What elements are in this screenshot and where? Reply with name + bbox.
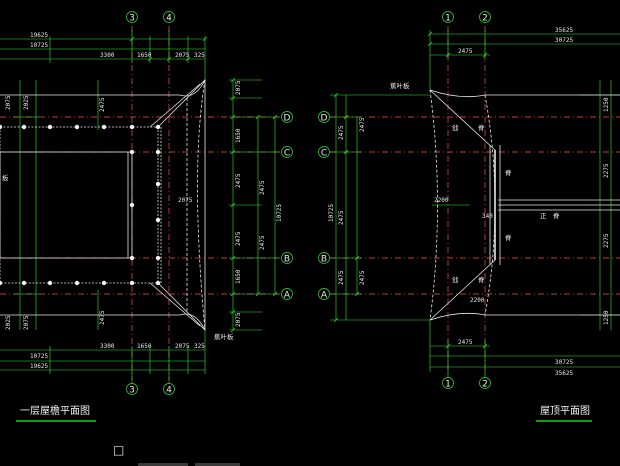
right-dim-right-2: 2275 bbox=[603, 163, 610, 178]
left-dim-right-5: 1650 bbox=[235, 269, 242, 284]
right-main-ridge-label: 正 脊 bbox=[540, 211, 560, 220]
right-dim-mid-2: 2200 bbox=[470, 297, 485, 304]
left-plan-title: 一层屋檐平面图 bbox=[20, 404, 90, 417]
left-axis-C: C bbox=[284, 149, 290, 159]
right-dim-top-a: 2475 bbox=[458, 48, 473, 55]
left-dim-top-sub: 10725 bbox=[30, 42, 48, 49]
right-dim-left-c3-2: 2475 bbox=[359, 270, 366, 285]
left-dim-bottom-c: 2075 bbox=[175, 343, 190, 350]
status-bar-segment bbox=[138, 463, 188, 466]
right-dim-left-c3-1: 2475 bbox=[359, 117, 366, 132]
right-dim-top-sub: 30725 bbox=[555, 37, 573, 44]
right-axis-bubbles bbox=[318, 11, 491, 389]
right-dim-mid-3: 340 bbox=[482, 213, 493, 220]
right-dim-left-total: 10725 bbox=[328, 204, 335, 222]
left-dim-top-total: 19625 bbox=[30, 32, 48, 39]
left-plan: 3 4 3 4 D C B A 19625 10725 3300 1650 20… bbox=[0, 11, 293, 422]
left-dim-inner-3: 2075 bbox=[178, 197, 193, 204]
left-dim-right3: 10725 bbox=[276, 204, 283, 222]
right-axis-B: B bbox=[321, 255, 327, 265]
right-roof-label-2: 脊 bbox=[478, 123, 485, 132]
left-side-label: 板 bbox=[2, 173, 9, 182]
right-dim-right-3: 2275 bbox=[603, 233, 610, 248]
right-axis-D: D bbox=[321, 114, 328, 124]
left-dim-left-4: 2075 bbox=[23, 315, 30, 330]
right-axis-A: A bbox=[321, 291, 328, 301]
left-dim-right-3: 2475 bbox=[235, 173, 242, 188]
left-columns bbox=[0, 124, 161, 286]
right-axis-1-top: 1 bbox=[445, 14, 451, 24]
right-dim-right-4: 1250 bbox=[603, 310, 610, 325]
left-axis-4-bottom: 4 bbox=[166, 386, 172, 396]
left-dim-left-1: 2075 bbox=[5, 95, 12, 110]
status-checkbox[interactable]: □ bbox=[113, 443, 124, 457]
right-dim-mid-1: 2200 bbox=[434, 197, 449, 204]
right-roof-label-5: 脊 bbox=[505, 168, 512, 177]
right-roof-label-6: 脊 bbox=[505, 233, 512, 242]
right-dim-top-total: 35625 bbox=[555, 27, 573, 34]
right-roof-label-3: 戗 bbox=[452, 275, 459, 284]
left-dim-right-1: 2075 bbox=[235, 80, 242, 95]
left-axis-D: D bbox=[284, 114, 291, 124]
right-dim-bottom-sub: 30725 bbox=[555, 359, 573, 366]
left-dim-top-b: 1650 bbox=[137, 52, 152, 59]
right-dim-left-3: 2475 bbox=[338, 270, 345, 285]
left-dim-bottom-total: 19625 bbox=[30, 363, 48, 370]
left-axis-B: B bbox=[284, 255, 290, 265]
left-dim-right2-1: 2475 bbox=[259, 180, 266, 195]
left-dim-right-2: 1650 bbox=[235, 128, 242, 143]
left-dim-bottom-a: 3300 bbox=[100, 343, 115, 350]
left-dimension-lines bbox=[0, 30, 280, 380]
right-dim-bottom-a: 2475 bbox=[458, 339, 473, 346]
right-dim-bottom-total: 35625 bbox=[555, 370, 573, 377]
right-axis-2-top: 2 bbox=[482, 14, 488, 24]
right-axis-C: C bbox=[321, 149, 327, 159]
right-axis-2-bottom: 2 bbox=[482, 380, 488, 390]
left-gutter-label: 蕉叶板 bbox=[214, 332, 234, 341]
left-dim-top-c: 2075 bbox=[175, 52, 190, 59]
left-dim-right-4: 2475 bbox=[235, 231, 242, 246]
left-dim-inner-1: 2475 bbox=[99, 97, 106, 112]
right-roof-label-1: 戗 bbox=[452, 123, 459, 132]
left-dim-left-2: 2025 bbox=[23, 95, 30, 110]
left-dim-top-a: 3300 bbox=[100, 52, 115, 59]
left-dim-bottom-sub: 10725 bbox=[30, 353, 48, 360]
left-axis-4-top: 4 bbox=[166, 14, 172, 24]
left-dim-inner-2: 2475 bbox=[99, 310, 106, 325]
right-gutter-label: 蕉叶板 bbox=[390, 81, 410, 90]
right-dim-left-1: 2475 bbox=[338, 125, 345, 140]
right-axis-1-bottom: 1 bbox=[445, 380, 451, 390]
right-dim-right-1: 1250 bbox=[603, 97, 610, 112]
right-roof-label-4: 脊 bbox=[478, 275, 485, 284]
left-dim-bottom-b: 1650 bbox=[137, 343, 152, 350]
left-axis-bubbles bbox=[126, 11, 293, 395]
right-plan: 1 2 1 2 D C B A 35625 30725 2475 35625 3… bbox=[318, 11, 620, 422]
left-dim-right2-2: 2475 bbox=[259, 235, 266, 250]
status-bar-segment-2 bbox=[195, 463, 240, 466]
left-dim-left-3: 2025 bbox=[5, 315, 12, 330]
left-axis-3-bottom: 3 bbox=[129, 386, 135, 396]
right-roof-outline bbox=[429, 89, 620, 321]
left-dim-right-6: 2075 bbox=[235, 312, 242, 327]
left-axis-A: A bbox=[284, 291, 291, 301]
left-axis-3-top: 3 bbox=[129, 14, 135, 24]
right-dim-left-2: 2475 bbox=[338, 210, 345, 225]
left-dim-bottom-d: 325 bbox=[194, 343, 205, 350]
right-plan-title: 屋顶平面图 bbox=[540, 405, 590, 417]
left-dim-top-d: 325 bbox=[194, 52, 205, 59]
